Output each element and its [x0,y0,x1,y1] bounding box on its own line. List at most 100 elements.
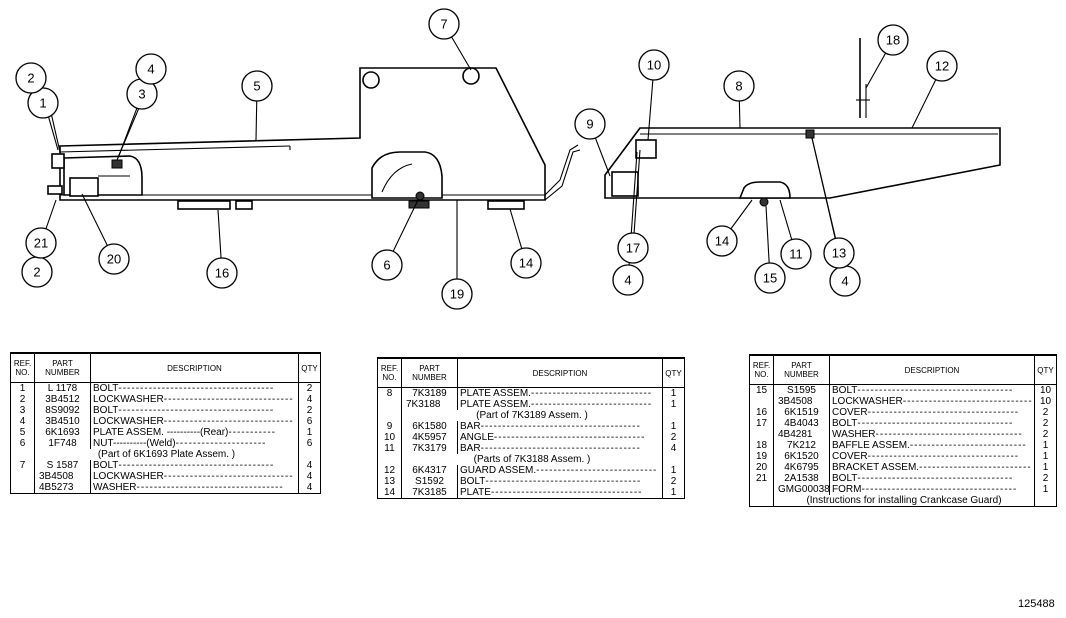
row-note: (Parts of 7K3188 Assem. ) [401,454,663,465]
ref-cell: 11 [377,443,402,454]
svg-text:15: 15 [763,271,777,286]
description-cell: ANGLE----------------------------------- [457,432,663,443]
dot-leader: ----------------------------------- [867,407,1020,418]
exploded-parts-diagram: 1 2 2 3 4 4 4 5 6 7 8 9 10 11 12 13 14 1… [15,8,1001,310]
dot-leader: ------------------------------------ [118,460,275,471]
table-row: (Parts of 7K3188 Assem. ) [377,454,685,465]
ref-cell: 7 [10,460,35,471]
description-cell: BAFFLE ASSEM.--------------------------- [829,440,1035,451]
ref-cell: 13 [377,476,402,487]
qty-cell: 2 [1034,407,1057,418]
part-number-cell: 6K4317 [401,465,458,476]
qty-cell: 1 [1034,484,1057,495]
ref-cell [377,410,402,421]
ref-cell: 15 [749,384,774,396]
ref-cell [10,471,35,482]
svg-text:14: 14 [715,234,729,249]
dot-leader: ------------------------------ [163,394,294,405]
rear-guard-assembly [47,67,581,210]
callout-21: 21 [25,227,57,259]
part-number-cell: 2A1538 [773,473,830,484]
dot-leader: ----------------------------------- [490,487,643,498]
qty-cell: 1 [662,465,685,476]
ref-cell: 10 [377,432,402,443]
ref-cell [377,399,402,410]
ref-no-header: REF. NO. [377,357,402,388]
description-cell: GUARD ASSEM.---------------------------- [457,465,663,476]
description-cell: BOLT------------------------------------ [90,405,299,416]
ref-cell: 5 [10,427,35,438]
part-number-cell: S1592 [401,476,458,487]
dot-leader: ------------------------------ [902,396,1033,407]
part-number-cell: 7K3189 [401,387,458,399]
callout-3: 3 [126,78,158,110]
ref-no-header: REF. NO. [749,354,774,385]
description-cell: FORM------------------------------------ [829,484,1035,495]
qty-cell: 1 [1034,440,1057,451]
part-number-cell: 7K3179 [401,443,458,454]
description-cell: WASHER---------------------------------- [829,429,1035,440]
qty-cell: 1 [662,399,685,410]
qty-header: QTY [298,352,321,383]
description-cell: BRACKET ASSEM.-------------------------- [829,462,1035,473]
ref-cell: 1 [10,382,35,394]
dot-leader: ----------------------------------- [493,432,646,443]
ref-cell [749,484,774,495]
description-cell: LOCKWASHER------------------------------ [90,471,299,482]
part-number-cell: 4B4281 [773,429,830,440]
callout-16: 16 [206,257,238,289]
part-number-header: PART NUMBER [34,352,91,383]
dot-leader: --------------------------- [909,440,1027,451]
qty-cell [662,410,685,421]
dot-leader: ------------------------------------- [480,421,641,432]
description-cell: BOLT------------------------------------ [90,460,299,471]
svg-text:13: 13 [832,246,846,261]
row-note: (Part of 7K3189 Assem. ) [401,410,663,421]
svg-text:12: 12 [935,59,949,74]
callout-13: 13 [823,237,855,269]
part-number-cell: 3B4508 [34,471,91,482]
qty-cell [662,454,685,465]
dot-leader: ------------------------------ [163,416,294,427]
front-guard-assembly [604,38,1001,207]
callout-17: 17 [617,232,649,264]
qty-cell: 2 [662,476,685,487]
callout-7: 7 [428,8,460,40]
qty-cell: 2 [298,405,321,416]
svg-text:16: 16 [215,266,229,281]
part-number-cell: 4K6795 [773,462,830,473]
part-number-cell: 6K1580 [401,421,458,432]
description-cell: NUT----------(Weld)--------------------- [90,438,299,449]
part-number-cell: S 1587 [34,460,91,471]
callout-4-mid: 4 [612,264,644,296]
dot-leader: ------------------------------------ [857,473,1014,484]
dot-leader: ---------------------------------- [136,482,284,493]
description-cell: BAR------------------------------------- [457,443,663,454]
dot-leader: ------------------------------------- [480,443,641,454]
description-cell: WASHER---------------------------------- [90,482,299,494]
svg-text:14: 14 [519,256,533,271]
part-number-cell: 3B4508 [773,396,830,407]
svg-text:21: 21 [34,236,48,251]
svg-text:19: 19 [450,287,464,302]
svg-text:1: 1 [39,96,46,111]
ref-cell [377,454,402,465]
ref-cell [10,449,35,460]
